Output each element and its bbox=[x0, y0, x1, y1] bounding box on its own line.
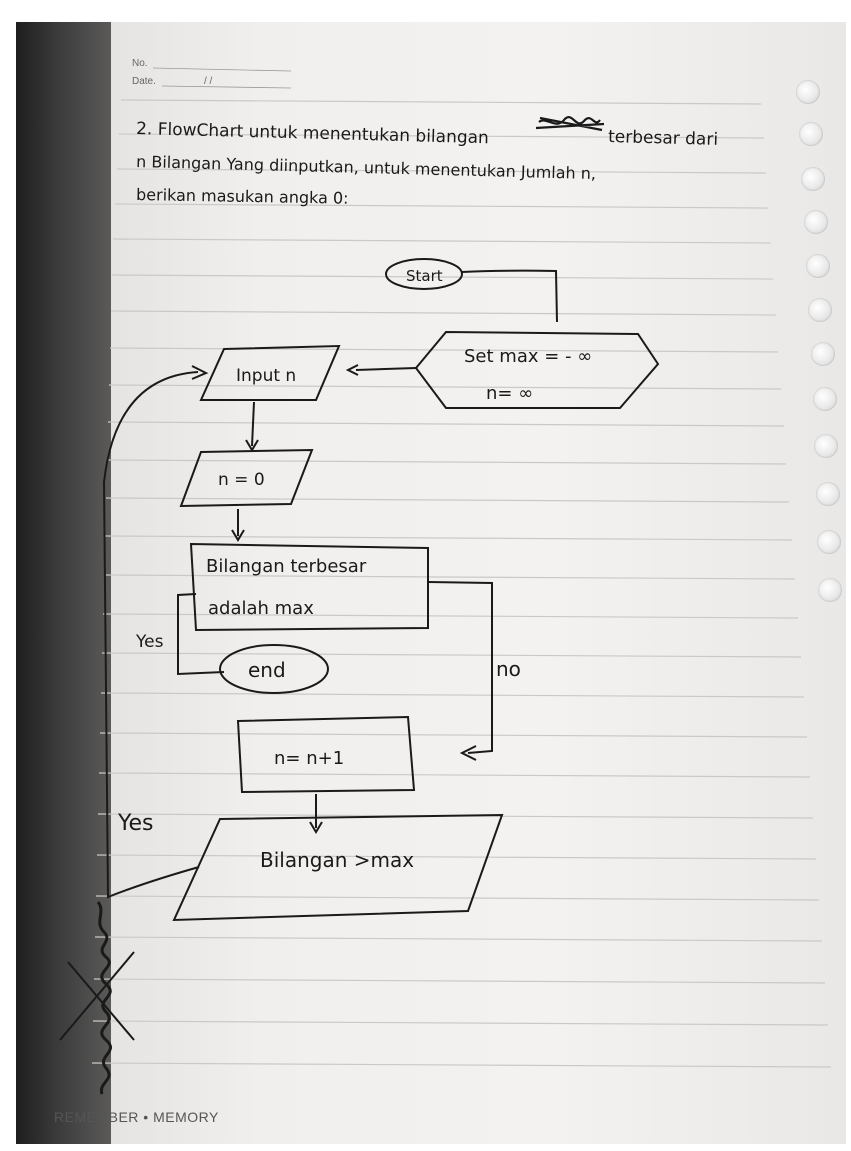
yes-label-2: Yes bbox=[117, 811, 154, 836]
binder-hole bbox=[801, 167, 825, 191]
binder-hole bbox=[814, 434, 838, 458]
binder-hole bbox=[817, 530, 841, 554]
arrowhead bbox=[245, 439, 259, 452]
no-label: no bbox=[496, 657, 521, 681]
binder-hole bbox=[813, 387, 837, 411]
cond-zero-block bbox=[179, 448, 314, 508]
notebook-photo: No. Date. / / 2. FlowChart untuk menentu… bbox=[16, 22, 846, 1144]
heading-line-3: berikan masukan angka 0: bbox=[136, 185, 349, 208]
brand-footer: REMEMBER • MEMORY bbox=[54, 1109, 219, 1125]
yes-loop-to-input bbox=[102, 371, 200, 899]
binder-hole bbox=[804, 210, 828, 234]
yes-loop-to-end bbox=[177, 593, 225, 676]
binder-hole bbox=[799, 122, 823, 146]
binder-hole bbox=[811, 342, 835, 366]
cond-max-label: Bilangan >max bbox=[260, 848, 414, 872]
start-to-set-connector bbox=[461, 269, 558, 323]
arrowhead bbox=[309, 821, 323, 834]
yes-label-1: Yes bbox=[135, 632, 164, 652]
set-n-label: n= ∞ bbox=[486, 383, 533, 404]
scribbled-word bbox=[535, 116, 605, 132]
no-path bbox=[427, 581, 493, 754]
cond-zero-label: n = 0 bbox=[218, 470, 265, 490]
input-to-cond-arrow bbox=[251, 401, 255, 447]
binder-hole bbox=[818, 578, 842, 602]
arrowhead bbox=[345, 364, 359, 376]
output-line-2: adalah max bbox=[208, 598, 314, 619]
increment-label: n= n+1 bbox=[274, 748, 344, 769]
binder-hole bbox=[806, 254, 830, 278]
binder-hole bbox=[796, 80, 820, 104]
date-label: Date. bbox=[132, 76, 156, 87]
arrowhead bbox=[191, 365, 209, 380]
cross-mark bbox=[59, 951, 135, 1041]
cond-max-block bbox=[172, 813, 504, 922]
set-to-input-arrow bbox=[355, 367, 417, 371]
scribble-mark bbox=[96, 901, 112, 1095]
start-terminal bbox=[385, 258, 463, 290]
arrowhead bbox=[459, 745, 477, 761]
photo-shadow bbox=[16, 22, 116, 1144]
page-drawing: No. Date. / / 2. FlowChart untuk menentu… bbox=[54, 58, 832, 1125]
heading-line-2: n Bilangan Yang diinputkan, untuk menent… bbox=[136, 152, 596, 183]
end-terminal bbox=[219, 644, 329, 694]
no-label: No. bbox=[132, 58, 148, 69]
end-label: end bbox=[248, 658, 286, 682]
binder-hole bbox=[816, 482, 840, 506]
arrowhead bbox=[231, 529, 245, 542]
output-line-1: Bilangan terbesar bbox=[206, 556, 367, 577]
set-max-label: Set max = - ∞ bbox=[464, 346, 592, 367]
date-separators: / / bbox=[204, 76, 213, 87]
increment-block bbox=[236, 715, 416, 794]
input-label: Input n bbox=[236, 366, 296, 386]
heading-line-1b: terbesar dari bbox=[608, 127, 718, 150]
binder-hole bbox=[808, 298, 832, 322]
set-max-block bbox=[414, 330, 660, 409]
input-block bbox=[199, 344, 341, 401]
start-label: Start bbox=[406, 267, 443, 285]
flowchart bbox=[59, 258, 660, 1095]
rule-lines bbox=[91, 99, 832, 1068]
heading-line-1a: 2. FlowChart untuk menentukan bilangan bbox=[136, 119, 489, 148]
cross-mark bbox=[67, 961, 135, 1041]
output-block bbox=[189, 542, 429, 632]
